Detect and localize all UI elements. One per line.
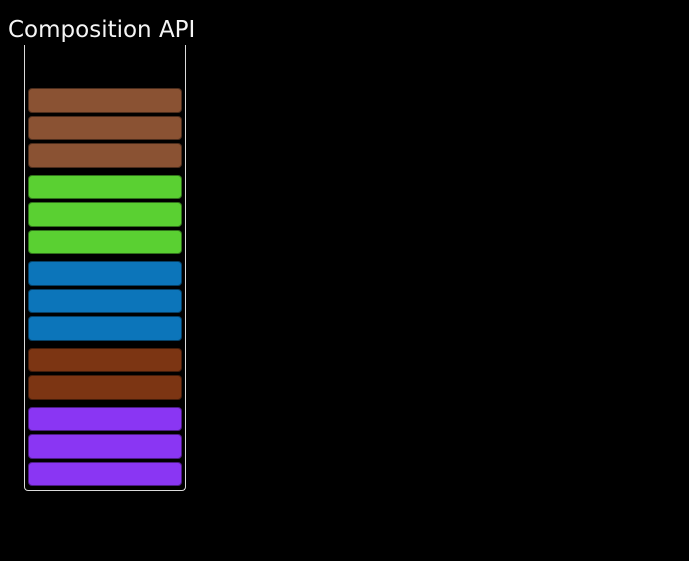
stack-group-blue [28, 261, 182, 341]
stack-block-green [28, 229, 182, 254]
stack-block-rust [28, 347, 182, 372]
composition-frame [24, 45, 186, 491]
stack-group-green [28, 174, 182, 254]
stack-block-brown [28, 88, 182, 113]
composition-stack [28, 88, 182, 486]
stack-block-brown [28, 115, 182, 140]
stack-group-brown [28, 88, 182, 168]
stack-block-purple [28, 434, 182, 459]
page-title: Composition API [8, 17, 196, 43]
stack-block-purple [28, 406, 182, 431]
stack-block-brown [28, 143, 182, 168]
stack-group-purple [28, 406, 182, 486]
stack-block-green [28, 202, 182, 227]
stack-group-rust [28, 347, 182, 400]
stack-block-blue [28, 261, 182, 286]
stack-block-blue [28, 288, 182, 313]
stack-block-blue [28, 316, 182, 341]
stack-block-rust [28, 375, 182, 400]
stack-block-purple [28, 461, 182, 486]
stack-block-green [28, 174, 182, 199]
